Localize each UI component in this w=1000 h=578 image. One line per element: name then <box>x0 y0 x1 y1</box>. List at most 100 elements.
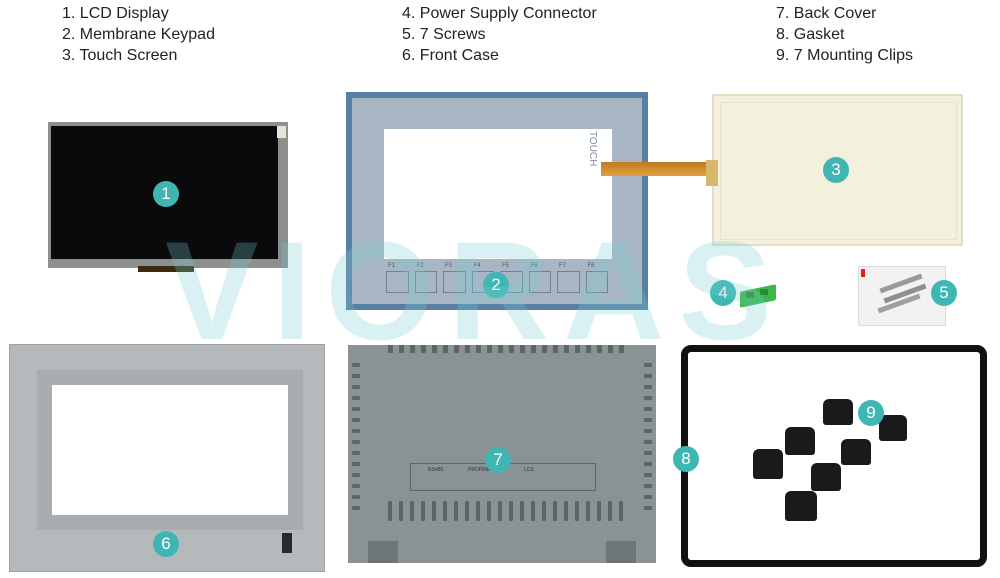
vent-slot <box>352 495 360 499</box>
vent-slot <box>421 501 425 521</box>
vent-slot <box>520 345 525 353</box>
vent-slot <box>399 501 403 521</box>
vent-slot <box>352 418 360 422</box>
vent-slot <box>542 345 547 353</box>
vent-slot <box>586 345 591 353</box>
key-label: F3 <box>445 263 453 269</box>
vent-slot <box>575 501 579 521</box>
vent-slot <box>644 385 652 389</box>
back-cover-label: LCS <box>524 467 534 473</box>
badge-front-case: 6 <box>153 531 179 557</box>
vent-slot <box>410 345 415 353</box>
vent-slot <box>498 501 502 521</box>
key-label: F7 <box>559 263 567 269</box>
vent-slot <box>644 473 652 477</box>
vent-slot <box>542 501 546 521</box>
badge-lcd-display: 1 <box>153 181 179 207</box>
vent-slot <box>388 345 393 353</box>
keypad-brand-text: TOUCH <box>587 131 598 167</box>
badge-membrane-keypad: 2 <box>483 272 509 298</box>
vent-slot <box>432 345 437 353</box>
legend-item: 7. Back Cover <box>776 5 877 22</box>
power-connector-image <box>740 284 778 308</box>
vent-slot <box>509 501 513 521</box>
legend-item: 9. 7 Mounting Clips <box>776 47 913 64</box>
vent-slot <box>399 345 404 353</box>
vent-slot <box>644 418 652 422</box>
vent-slot <box>644 495 652 499</box>
vent-slot <box>352 374 360 378</box>
vent-slot <box>553 501 557 521</box>
key-label: F4 <box>473 263 481 269</box>
vent-slot <box>421 345 426 353</box>
vent-slot <box>608 501 612 521</box>
legend-column-3: 7. Back Cover 8. Gasket 9. 7 Mounting Cl… <box>776 3 913 66</box>
legend-item: 3. Touch Screen <box>62 47 178 64</box>
vent-slot <box>352 429 360 433</box>
vent-slot <box>531 501 535 521</box>
vent-slot <box>586 501 590 521</box>
vent-slot <box>410 501 414 521</box>
badge-power-connector: 4 <box>710 280 736 306</box>
vent-slot <box>608 345 613 353</box>
vent-slot <box>487 501 491 521</box>
vent-slot <box>352 506 360 510</box>
vent-slot <box>644 440 652 444</box>
vent-slot <box>644 462 652 466</box>
vent-slot <box>476 345 481 353</box>
key-label: F8 <box>587 263 595 269</box>
front-case-image <box>9 344 325 572</box>
badge-back-cover: 7 <box>485 447 511 473</box>
legend-item: 1. LCD Display <box>62 5 169 22</box>
back-cover-label: PROFINET <box>468 467 494 473</box>
vent-slot <box>644 506 652 510</box>
badge-touch-screen: 3 <box>823 157 849 183</box>
vent-slot <box>454 345 459 353</box>
vent-slot <box>619 501 623 521</box>
vent-slot <box>619 345 624 353</box>
vent-slot <box>644 363 652 367</box>
badge-mounting-clips: 9 <box>858 400 884 426</box>
vent-slot <box>644 484 652 488</box>
legend-column-2: 4. Power Supply Connector 5. 7 Screws 6.… <box>402 3 597 66</box>
vent-slot <box>644 374 652 378</box>
legend-item: 4. Power Supply Connector <box>402 5 597 22</box>
vent-slot <box>564 345 569 353</box>
key-label: F5 <box>502 263 510 269</box>
mounting-clips-image <box>745 395 935 530</box>
vent-slot <box>644 407 652 411</box>
vent-slot <box>443 345 448 353</box>
badge-screws: 5 <box>931 280 957 306</box>
vent-slot <box>553 345 558 353</box>
back-cover-label: RS485 <box>428 467 444 473</box>
vent-slot <box>597 345 602 353</box>
vent-slot <box>432 501 436 521</box>
vent-slot <box>454 501 458 521</box>
legend-item: 8. Gasket <box>776 26 845 43</box>
legend-item: 5. 7 Screws <box>402 26 486 43</box>
legend-item: 2. Membrane Keypad <box>62 26 215 43</box>
vent-slot <box>531 345 536 353</box>
vent-slot <box>498 345 503 353</box>
vent-slot <box>352 363 360 367</box>
vent-slot <box>352 440 360 444</box>
vent-slot <box>476 501 480 521</box>
vent-slot <box>388 501 392 521</box>
vent-slot <box>352 385 360 389</box>
legend-item: 6. Front Case <box>402 47 499 64</box>
vent-slot <box>575 345 580 353</box>
vent-slot <box>352 451 360 455</box>
vent-slot <box>352 407 360 411</box>
vent-slot <box>352 396 360 400</box>
vent-slot <box>487 345 492 353</box>
vent-slot <box>352 473 360 477</box>
vent-slot <box>520 501 524 521</box>
vent-slot <box>443 501 447 521</box>
vent-slot <box>597 501 601 521</box>
vent-slot <box>644 429 652 433</box>
vent-slot <box>352 462 360 466</box>
vent-slot <box>644 396 652 400</box>
vent-slot <box>564 501 568 521</box>
vent-slot <box>509 345 514 353</box>
key-label: F1 <box>388 263 396 269</box>
